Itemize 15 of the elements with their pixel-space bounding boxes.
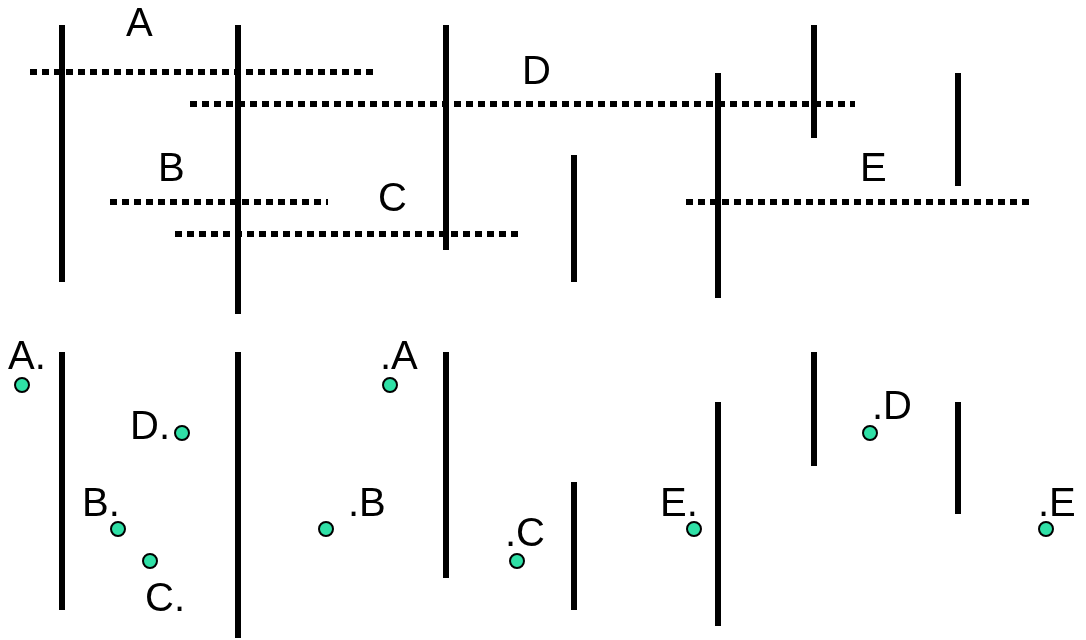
segment-label: E (860, 147, 887, 187)
point-label: D. (130, 405, 170, 445)
point-label: E. (660, 482, 698, 522)
segment-label: A (126, 2, 153, 42)
point-label: .D (872, 385, 912, 425)
segment-label: B (158, 147, 185, 187)
point-label: B. (82, 482, 120, 522)
point-label: .E (1038, 482, 1076, 522)
point-label: .C (505, 512, 545, 552)
point-label: C. (145, 577, 185, 617)
point-label: A. (8, 335, 46, 375)
point-label: .B (348, 482, 386, 522)
segment-label: C (378, 177, 407, 217)
segment-label: D (522, 50, 551, 90)
point-label: .A (380, 335, 418, 375)
